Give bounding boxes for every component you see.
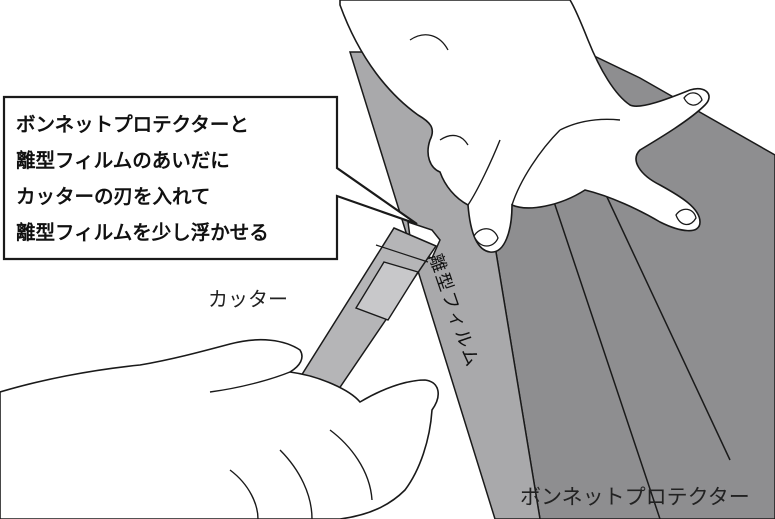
cutter-label: カッター: [208, 287, 288, 311]
protector-crease-1: [539, 159, 661, 519]
lower-finger-line-3: [229, 469, 259, 519]
cutter-knife: [294, 220, 441, 403]
bonnet-protector-label: ボンネットプロテクター: [520, 485, 750, 509]
finger-line-1: [467, 139, 501, 206]
nail-1: [473, 228, 499, 247]
lower-hand: [0, 338, 439, 519]
cutter-slider: [354, 261, 420, 321]
knuckle-line-2: [409, 34, 449, 51]
nail-2: [675, 208, 697, 226]
knuckle-line-1: [439, 134, 469, 146]
protector-crease-2: [584, 149, 731, 461]
lower-thumb-line: [209, 371, 291, 393]
callout-box: [2, 95, 418, 261]
finger-line-3: [559, 118, 621, 131]
lower-finger-line-1: [329, 429, 373, 501]
finger-line-2: [511, 129, 561, 206]
cutter-groove: [375, 244, 429, 263]
lower-finger-line-2: [279, 449, 313, 519]
nail-3: [683, 92, 703, 106]
upper-hand: [339, 0, 710, 253]
